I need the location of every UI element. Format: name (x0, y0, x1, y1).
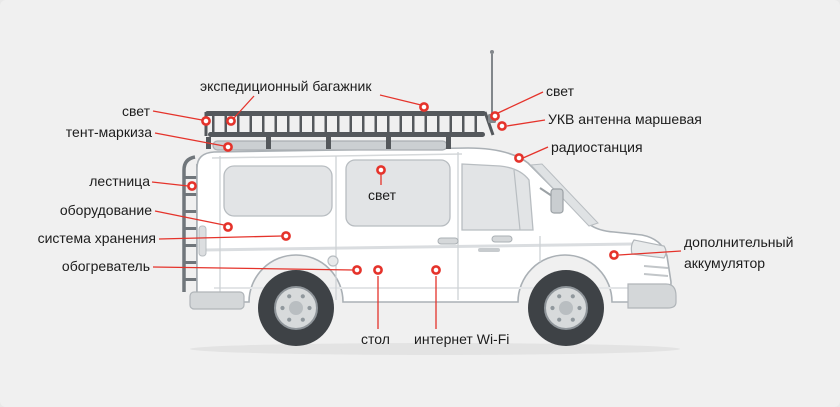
leader-heater (152, 266, 354, 271)
leader-light-top (497, 91, 544, 114)
door-seams (219, 152, 541, 300)
rear-bumper (189, 291, 245, 310)
leader-vhf-antenna (506, 119, 546, 127)
windshield (529, 163, 599, 227)
fuel-cap (327, 255, 339, 267)
marker-roof-rack-left (226, 116, 236, 126)
marker-heater (352, 265, 362, 275)
label-ladder: лестница (89, 173, 150, 189)
leader-roof-rack-right (379, 94, 422, 106)
leader-battery (618, 250, 682, 256)
label-vhf-antenna: УКВ антенна маршевая (548, 111, 702, 127)
leader-equipment (154, 210, 225, 226)
label-roof-rack: экспедиционный багажник (200, 78, 372, 94)
marker-light-left (201, 116, 211, 126)
vent-window-divider (513, 169, 521, 231)
van-illustration (182, 50, 677, 346)
front-door-handle (491, 235, 513, 243)
callout-markers (187, 102, 619, 275)
callout-lines (151, 91, 682, 329)
side-mirror (539, 187, 564, 214)
label-table: стол (361, 331, 390, 347)
sliding-door-handle (437, 237, 459, 245)
ladder (182, 155, 200, 292)
door-badge (478, 248, 500, 252)
label-awning: тент-маркиза (65, 124, 152, 140)
grille-lines (643, 265, 669, 277)
ground-shadow (190, 343, 680, 355)
marker-equipment (223, 222, 233, 232)
marker-storage (281, 231, 291, 241)
label-wifi: интернет Wi-Fi (414, 331, 510, 347)
rear-wheel (258, 270, 334, 346)
marker-light-top (490, 111, 500, 121)
front-bumper (627, 283, 677, 309)
rear-lamp (198, 225, 207, 257)
label-battery: дополнительный аккумулятор (684, 234, 794, 271)
label-light-top: свет (546, 83, 575, 99)
marker-battery (609, 250, 619, 260)
marker-ladder (187, 181, 197, 191)
marker-radio (514, 153, 524, 163)
roof-rack (204, 111, 495, 149)
leader-storage (158, 235, 283, 240)
label-equipment: оборудование (59, 202, 152, 218)
label-storage: система хранения (37, 230, 156, 246)
marker-awning (223, 142, 233, 152)
sliding-door-window (345, 159, 451, 227)
label-radio: радиостанция (551, 139, 643, 155)
leader-radio (522, 146, 549, 159)
marker-roof-rack-right (419, 102, 429, 112)
roof-gutter-line (211, 153, 463, 159)
marker-table (373, 265, 383, 275)
label-light-left: свет (121, 103, 150, 119)
cab-door-window (461, 163, 534, 231)
leader-awning (154, 132, 225, 147)
label-heater: обогреватель (61, 258, 150, 274)
leader-light-left (152, 110, 203, 121)
leader-roof-rack-left (233, 95, 255, 119)
marker-vhf-antenna (497, 121, 507, 131)
body-crease-line (203, 242, 633, 252)
leader-ladder (151, 181, 189, 187)
front-wheel (528, 270, 604, 346)
marker-wifi (431, 265, 441, 275)
label-light-center: свет (368, 187, 397, 203)
marker-light-center (376, 165, 386, 175)
rear-side-window (223, 165, 333, 217)
